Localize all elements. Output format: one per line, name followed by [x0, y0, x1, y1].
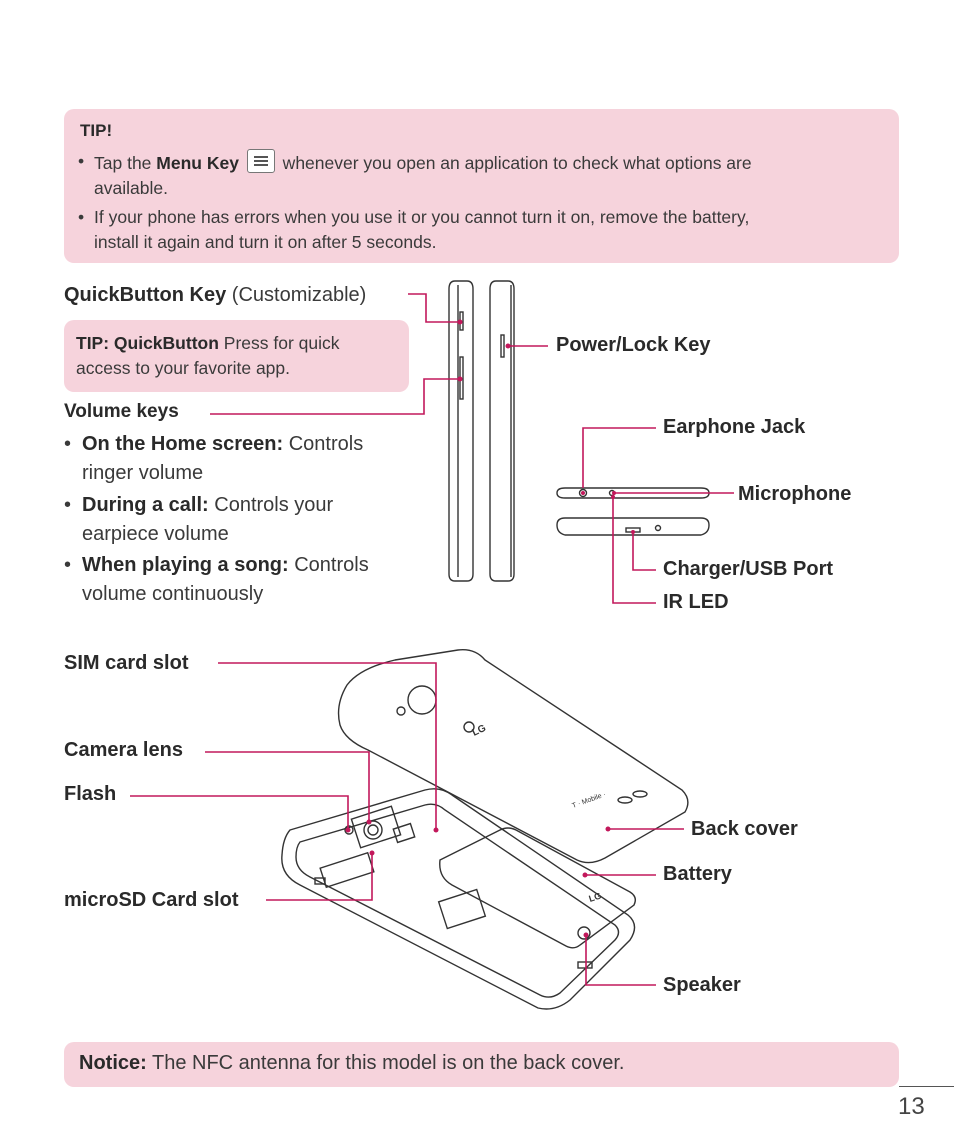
notice-label: Notice:: [79, 1052, 147, 1074]
volume-item-call: • During a call: Controls your earpiece …: [64, 494, 334, 545]
leader-camera: [205, 751, 370, 822]
quickbutton-tip-box: TIP: QuickButton Press for quick access …: [64, 320, 409, 392]
phone-side-right: [489, 280, 515, 582]
phone-body: [281, 788, 636, 1010]
volume-item-home: • On the Home screen: Controls ringer vo…: [64, 433, 364, 484]
leader-microsd: [266, 853, 373, 901]
carrier-text: T · Mobile ·: [571, 791, 607, 810]
tip-bullet-2: • If your phone has errors when you use …: [78, 207, 750, 252]
back-cover: [337, 649, 689, 864]
volume-item-song: • When playing a song: Controls volume c…: [64, 554, 369, 605]
leader-sim: [218, 662, 437, 830]
battery: [439, 827, 637, 949]
label-back-cover: Back cover: [691, 818, 798, 840]
volume-keys-title: Volume keys: [64, 401, 179, 422]
label-microsd-slot: microSD Card slot: [64, 889, 239, 911]
notice-box: Notice: The NFC antenna for this model i…: [64, 1042, 899, 1087]
menu-key-icon: [246, 149, 275, 173]
leader-quickbutton: [408, 293, 460, 323]
notice-text: The NFC antenna for this model is on the…: [146, 1052, 625, 1074]
label-earphone-jack: Earphone Jack: [663, 416, 806, 438]
power-key: [500, 334, 505, 358]
label-charger-usb: Charger/USB Port: [663, 558, 834, 580]
label-flash: Flash: [64, 783, 117, 805]
leader-volume: [210, 378, 460, 415]
phone-side-left: [448, 280, 474, 582]
quickbutton-label: QuickButton Key (Customizable): [64, 284, 367, 306]
tip-box: TIP! • Tap the Menu Key whenever you ope…: [64, 109, 899, 263]
leader-charger: [632, 532, 656, 571]
phone-bottom-edge: [556, 517, 710, 536]
phone-top-edge: [556, 487, 710, 499]
back-cover-logo: LG: [471, 723, 488, 739]
label-camera-lens: Camera lens: [64, 739, 183, 761]
leader-flash: [130, 795, 349, 830]
label-speaker: Speaker: [663, 974, 741, 996]
page-number-rule: [899, 1086, 954, 1087]
tip-title: TIP!: [80, 121, 113, 140]
tip-bullet-1: • Tap the Menu Key whenever you open an …: [78, 149, 752, 198]
label-sim-slot: SIM card slot: [64, 652, 189, 674]
battery-logo: LG: [588, 891, 603, 904]
label-power-lock: Power/Lock Key: [556, 334, 711, 356]
menu-key-label: Menu Key: [156, 153, 239, 173]
page-number: 13: [898, 1093, 925, 1120]
leader-earphone: [582, 427, 656, 488]
label-battery: Battery: [663, 863, 732, 885]
label-ir-led: IR LED: [663, 591, 729, 613]
leader-speaker: [585, 935, 656, 986]
label-microphone: Microphone: [738, 483, 852, 505]
leader-irled: [612, 497, 656, 604]
